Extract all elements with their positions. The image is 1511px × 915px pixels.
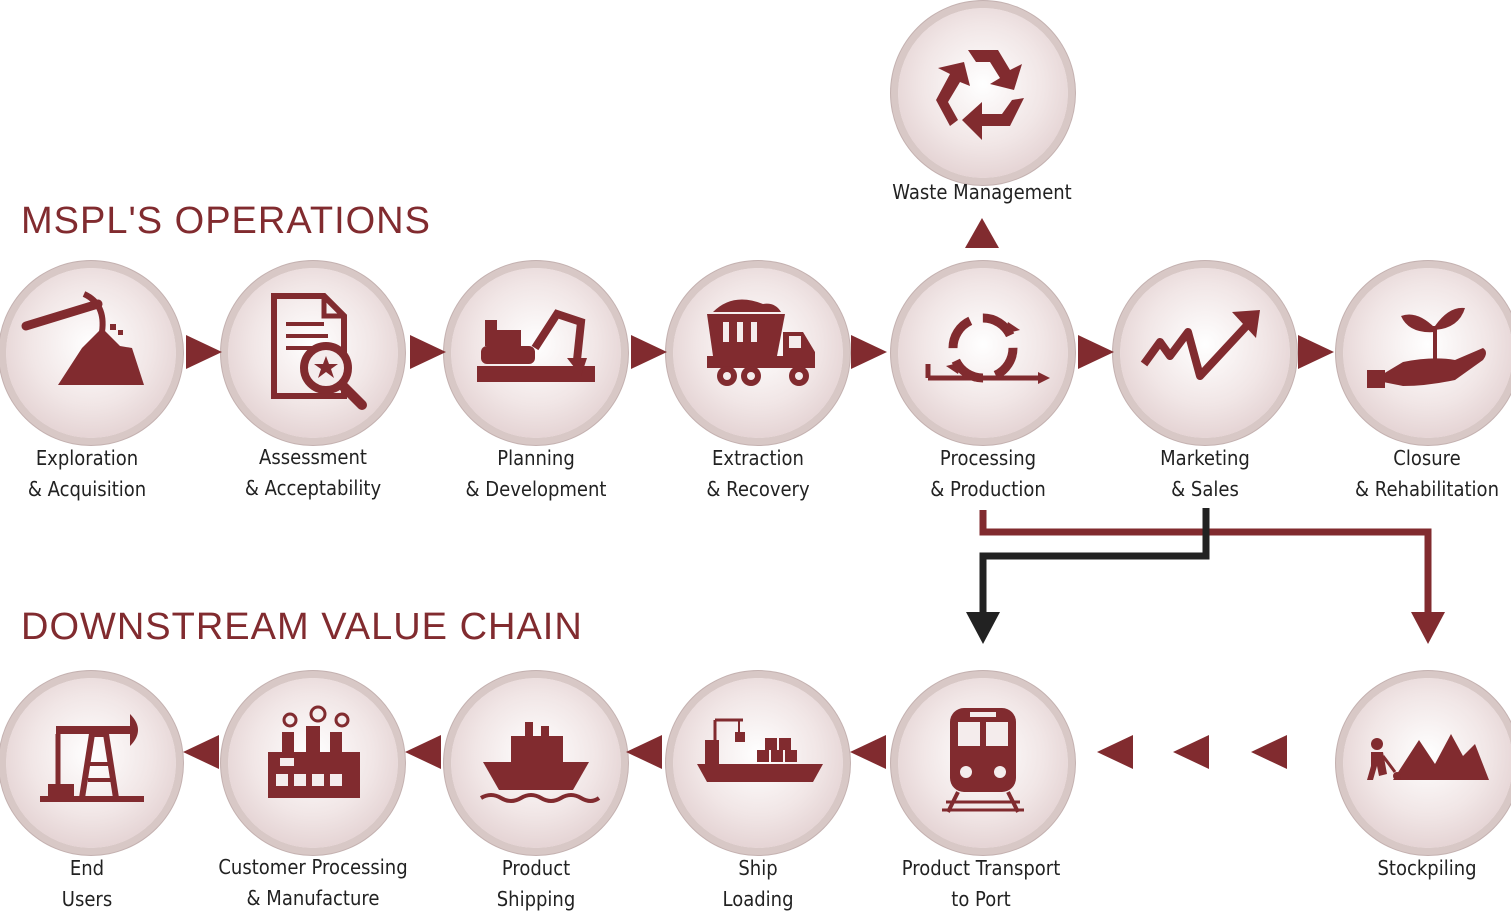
flow-arrow-left	[1251, 735, 1287, 769]
growth-arrow-icon	[1140, 310, 1260, 380]
flow-arrow-right	[1298, 335, 1334, 369]
node-marketing	[1120, 268, 1290, 438]
flow-arrow-right	[631, 335, 667, 369]
label-line: Extraction	[712, 446, 804, 470]
transport-down-arrowhead	[966, 612, 1000, 644]
label-line: Customer Processing	[218, 855, 408, 879]
label-line: Product	[501, 856, 571, 880]
downstream-heading: DOWNSTREAM VALUE CHAIN	[21, 606, 583, 648]
excavator-icon	[477, 309, 595, 382]
cargo-ship-icon	[479, 722, 601, 803]
flow-arrow-left	[1097, 735, 1133, 769]
label-product-shipping: Product Shipping	[437, 853, 635, 915]
label-line: & Manufacture	[246, 886, 380, 910]
label-stockpiling: Stockpiling	[1328, 853, 1511, 884]
dump-truck-icon	[707, 299, 815, 386]
node-assessment	[228, 268, 398, 438]
flow-arrow-left	[183, 735, 219, 769]
flow-arrow-left	[626, 735, 662, 769]
node-exploration	[6, 268, 176, 438]
factory-icon	[268, 705, 360, 798]
flow-arrow-right	[410, 335, 446, 369]
flow-arrow-right	[851, 335, 887, 369]
label-line: Processing	[939, 446, 1037, 470]
operations-heading: MSPL'S OPERATIONS	[21, 200, 431, 242]
flow-arrow-up	[965, 218, 999, 248]
train-icon	[942, 708, 1024, 813]
label-closure: Closure & Rehabilitation	[1328, 443, 1511, 505]
node-planning	[451, 268, 621, 438]
node-customer-processing	[228, 678, 398, 848]
label-line: Shipping	[496, 887, 576, 911]
label-waste-management: Waste Management	[883, 177, 1081, 208]
label-line: Users	[61, 887, 113, 911]
label-product-transport: Product Transport to Port	[882, 853, 1080, 915]
label-line: Closure	[1393, 446, 1461, 470]
label-line: to Port	[951, 887, 1011, 911]
flow-arrow-right	[1078, 335, 1114, 369]
label-planning: Planning & Development	[437, 443, 635, 505]
recycle-icon	[936, 50, 1024, 140]
node-processing	[898, 268, 1068, 438]
stockpiling-down-arrowhead	[1411, 612, 1445, 644]
node-ship-loading	[673, 678, 843, 848]
label-line: & Development	[465, 477, 607, 501]
label-line: & Rehabilitation	[1355, 477, 1499, 501]
label-line: Planning	[497, 446, 575, 470]
oil-pump-icon	[40, 714, 144, 802]
marketing-to-transport-connector	[979, 508, 1210, 616]
label-customer-processing: Customer Processing & Manufacture	[214, 852, 412, 914]
label-line: Product Transport	[901, 856, 1061, 880]
label-line: & Sales	[1171, 477, 1239, 501]
label-line: & Acceptability	[244, 476, 382, 500]
label-processing: Processing & Production	[889, 443, 1087, 505]
process-cycle-icon	[925, 313, 1050, 384]
label-line: & Production	[930, 477, 1046, 501]
label-line: Assessment	[259, 445, 367, 469]
label-ship-loading: Ship Loading	[659, 853, 857, 915]
label-line: Marketing	[1160, 446, 1250, 470]
node-extraction	[673, 268, 843, 438]
label-line: & Acquisition	[27, 477, 147, 501]
document-search-icon	[271, 293, 367, 410]
label-exploration: Exploration & Acquisition	[0, 443, 186, 505]
label-line: Loading	[722, 887, 794, 911]
label-extraction: Extraction & Recovery	[659, 443, 857, 505]
node-waste-management	[898, 8, 1068, 178]
label-line: Ship	[738, 856, 778, 880]
flow-arrow-left	[1173, 735, 1209, 769]
label-assessment: Assessment & Acceptability	[214, 442, 412, 504]
hand-seedling-icon	[1367, 307, 1486, 388]
node-product-transport	[898, 678, 1068, 848]
label-marketing: Marketing & Sales	[1106, 443, 1304, 505]
label-line: Waste Management	[892, 180, 1072, 204]
stockpile-icon	[1367, 734, 1489, 780]
ship-loading-icon	[697, 718, 823, 782]
label-line: & Recovery	[706, 477, 810, 501]
label-line: End	[69, 856, 105, 880]
label-line: Stockpiling	[1377, 856, 1477, 880]
node-product-shipping	[451, 678, 621, 848]
flow-arrow-left	[850, 735, 886, 769]
label-line: Exploration	[35, 446, 139, 470]
label-end-users: End Users	[0, 853, 186, 915]
node-end-users	[6, 678, 176, 848]
pickaxe-icon	[21, 291, 144, 385]
node-closure	[1343, 268, 1511, 438]
flow-arrow-left	[405, 735, 441, 769]
flow-arrow-right	[186, 335, 222, 369]
node-stockpiling	[1343, 678, 1511, 848]
